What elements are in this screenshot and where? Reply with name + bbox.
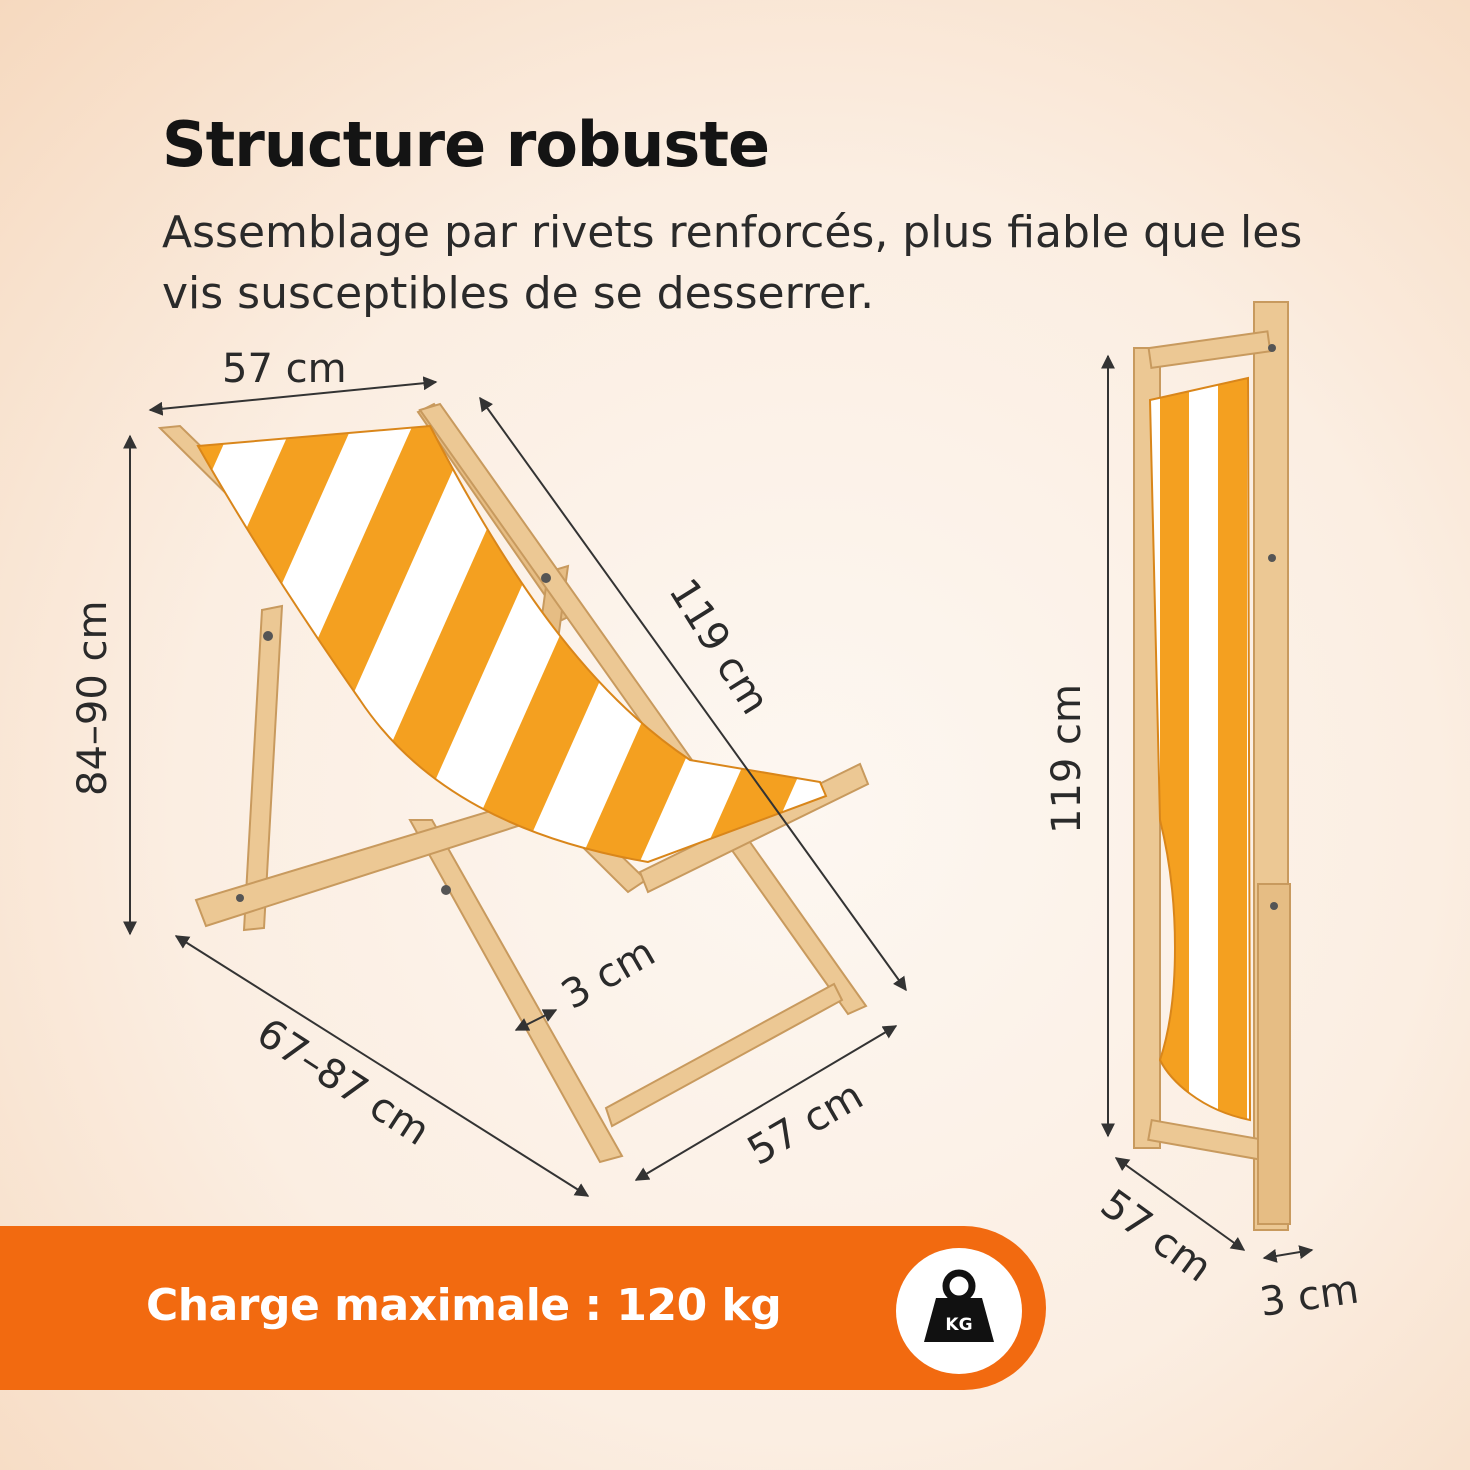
dim-folded-thickness: 3 cm bbox=[1257, 1267, 1362, 1326]
dim-frame-thickness: 3 cm bbox=[554, 929, 663, 1018]
weight-kg-icon: KG bbox=[924, 1269, 994, 1342]
dim-chair-width-bottom: 57 cm bbox=[740, 1073, 871, 1175]
page-title: Structure robuste bbox=[162, 108, 770, 181]
dim-chair-height: 84–90 cm bbox=[70, 601, 116, 796]
max-load-text: Charge maximale : 120 kg bbox=[146, 1280, 782, 1331]
dim-folded-width: 57 cm bbox=[1092, 1181, 1220, 1291]
page-subtitle: Assemblage par rivets renforcés, plus fi… bbox=[162, 207, 1303, 319]
dim-chair-width-top: 57 cm bbox=[222, 346, 347, 392]
dimension-lines bbox=[123, 354, 1314, 1263]
dim-folded-height: 119 cm bbox=[1044, 684, 1090, 834]
max-load-banner bbox=[0, 1226, 1046, 1390]
dim-chair-length: 119 cm bbox=[660, 571, 779, 723]
weight-icon-label: KG bbox=[945, 1315, 972, 1335]
weight-badge: KG bbox=[896, 1248, 1022, 1374]
deck-chair-folded bbox=[1133, 301, 1291, 1231]
